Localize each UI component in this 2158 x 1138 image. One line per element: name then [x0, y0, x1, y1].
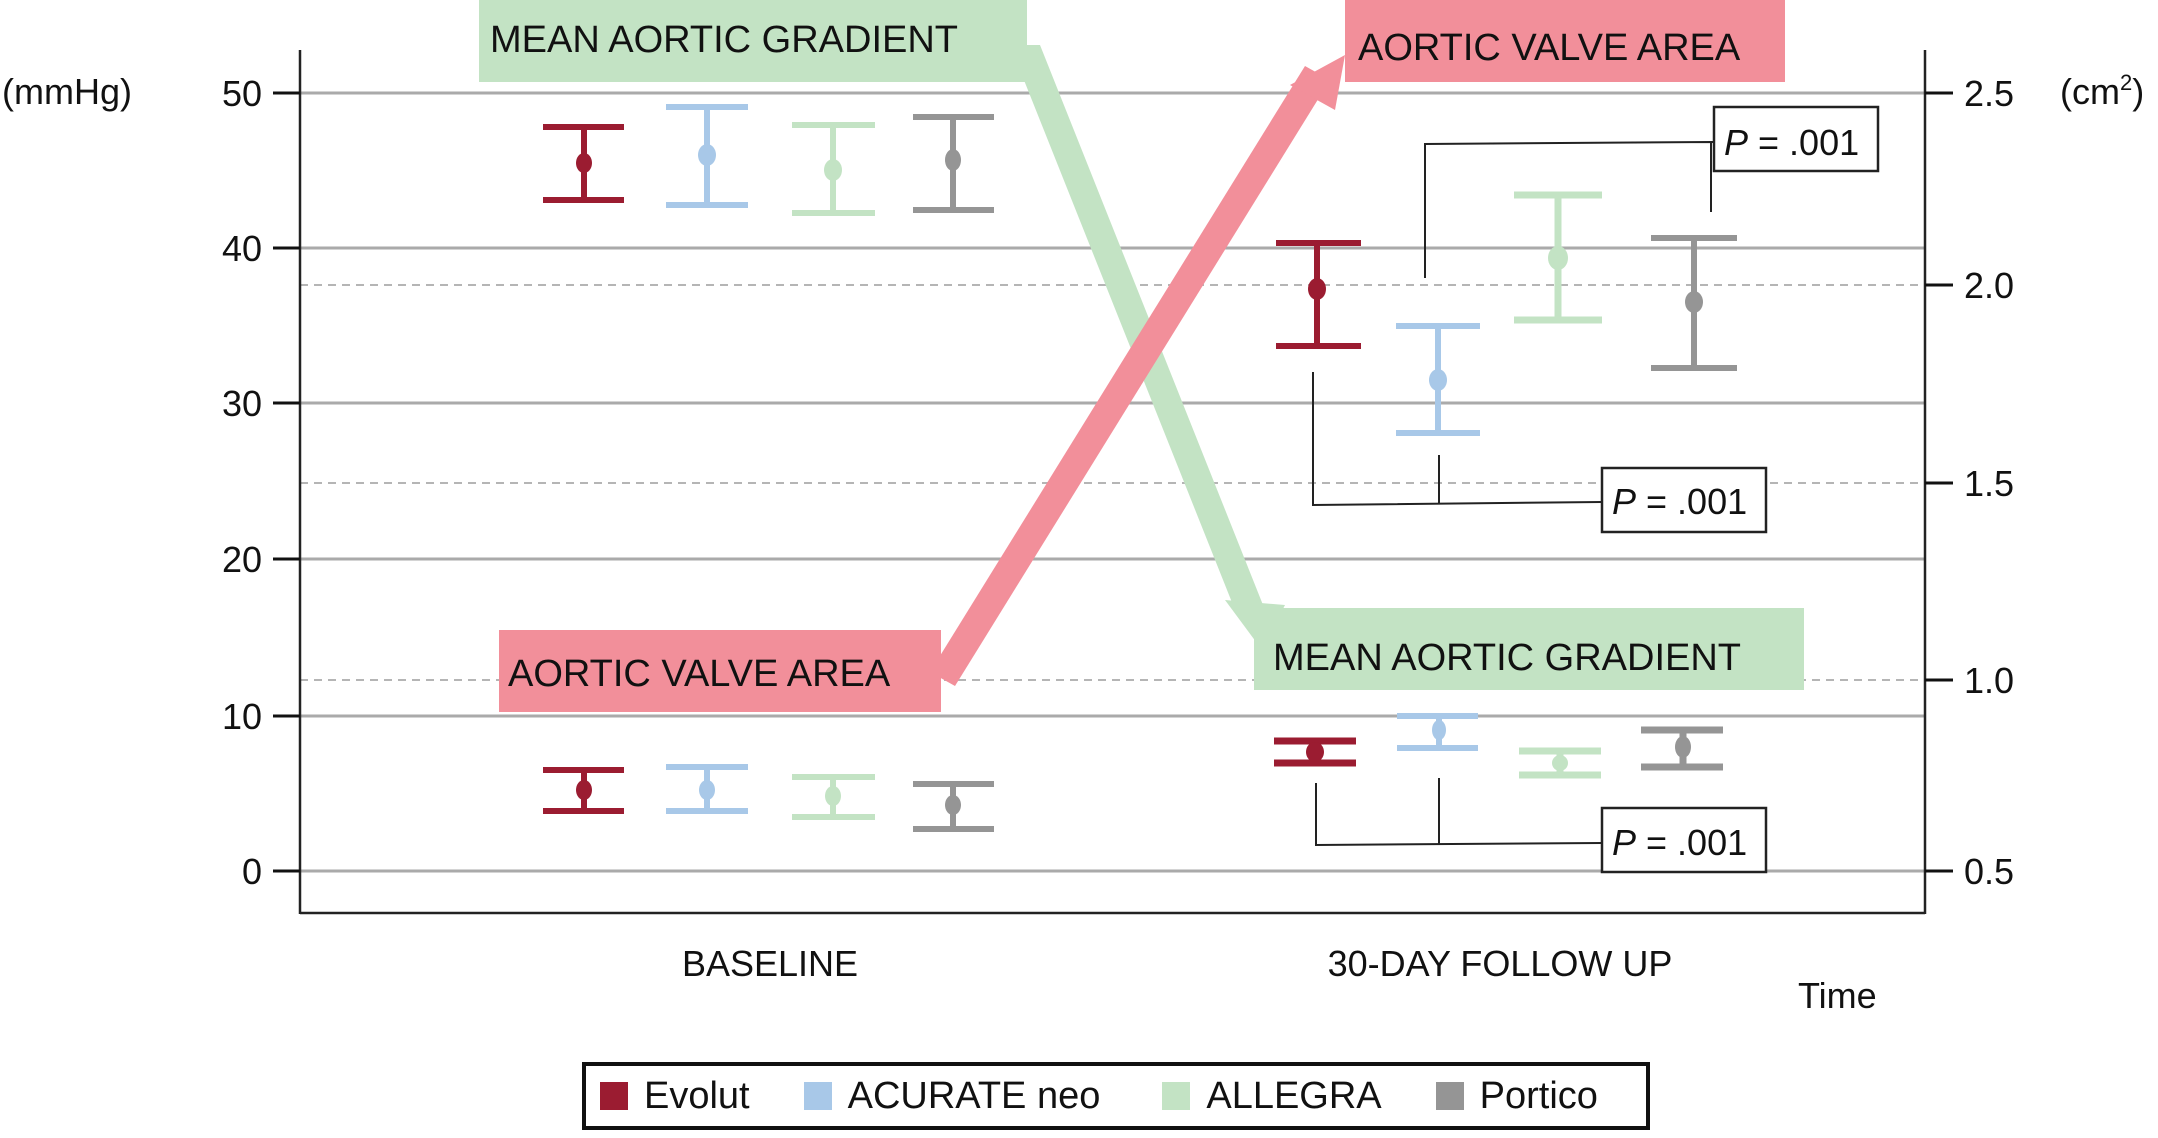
significance-bracket-bottom: [1315, 778, 1603, 847]
legend: Evolut ACURATE neo ALLEGRA Portico: [582, 1062, 1650, 1130]
svg-text:AORTIC VALVE AREA: AORTIC VALVE AREA: [508, 653, 891, 695]
legend-item-acurate-neo: ACURATE neo: [803, 1074, 1101, 1118]
ava-label-followup: AORTIC VALVE AREA: [1345, 0, 1785, 82]
errorbar-portico-followup-gradient: [1641, 726, 1723, 771]
left-axis-unit: (mmHg): [2, 71, 132, 112]
errorbar-allegra-baseline-gradient: [792, 122, 875, 216]
svg-text:P = .001: P = .001: [1612, 822, 1747, 863]
left-axis-ticks: [273, 91, 300, 873]
svg-text:MEAN AORTIC GRADIENT: MEAN AORTIC GRADIENT: [1273, 637, 1741, 679]
significance-bracket-top: [1424, 140, 1715, 278]
right-tick-label: 1.5: [1964, 463, 2014, 504]
legend-label: Evolut: [644, 1074, 750, 1117]
errorbar-allegra-followup-gradient: [1519, 747, 1601, 779]
legend-label: ALLEGRA: [1206, 1074, 1382, 1117]
gradient-label-baseline: MEAN AORTIC GRADIENT: [479, 0, 1027, 82]
svg-text:AORTIC VALVE AREA: AORTIC VALVE AREA: [1358, 27, 1741, 69]
errorbar-acurate-followup-ava: [1396, 323, 1480, 436]
legend-item-portico: Portico: [1435, 1074, 1598, 1118]
errorbar-acurate-baseline-ava: [666, 764, 748, 814]
p-value-box-top: P = .001: [1712, 105, 1880, 173]
errorbar-portico-followup-ava: [1651, 235, 1737, 371]
x-category-baseline: BASELINE: [682, 943, 858, 984]
right-tick-labels: 2.5 2.0 1.5 1.0 0.5: [1964, 73, 2014, 892]
svg-text:MEAN AORTIC GRADIENT: MEAN AORTIC GRADIENT: [490, 19, 958, 61]
errorbar-evolut-followup-gradient: [1274, 737, 1356, 767]
ava-label-baseline: AORTIC VALVE AREA: [499, 630, 941, 712]
left-tick-label: 20: [222, 539, 262, 580]
errorbar-evolut-followup-ava: [1276, 240, 1361, 349]
errorbar-acurate-followup-gradient: [1397, 713, 1478, 751]
legend-item-evolut: Evolut: [600, 1075, 750, 1118]
errorbar-portico-baseline-ava: [913, 781, 994, 832]
ava-trend-arrow: [930, 55, 1345, 686]
legend-swatch-evolut: [600, 1082, 628, 1110]
legend-label: Portico: [1479, 1074, 1598, 1117]
right-tick-label: 1.0: [1964, 660, 2014, 701]
right-tick-label: 2.5: [1964, 73, 2014, 114]
right-tick-label: 2.0: [1964, 265, 2014, 306]
svg-text:P = .001: P = .001: [1612, 481, 1747, 522]
p-value-box-middle: P = .001: [1600, 466, 1768, 534]
x-category-followup: 30-DAY FOLLOW UP: [1328, 943, 1673, 984]
errorbar-allegra-baseline-ava: [792, 774, 875, 820]
legend-swatch-allegra: [1162, 1082, 1191, 1110]
errorbar-allegra-followup-ava: [1514, 191, 1602, 324]
left-tick-label: 0: [242, 851, 262, 892]
errorbar-portico-baseline-gradient: [913, 114, 994, 213]
left-tick-label: 40: [222, 228, 262, 269]
right-tick-label: 0.5: [1964, 851, 2014, 892]
right-axis-unit: (cm2): [2060, 70, 2144, 112]
errorbar-evolut-baseline-gradient: [543, 124, 624, 203]
x-axis-title: Time: [1798, 975, 1877, 1016]
errorbar-acurate-baseline-gradient: [666, 104, 748, 208]
left-tick-label: 30: [222, 383, 262, 424]
errorbar-evolut-baseline-ava: [543, 767, 624, 814]
p-value-box-bottom: P = .001: [1600, 806, 1768, 874]
legend-swatch-portico: [1435, 1082, 1464, 1110]
legend-label: ACURATE neo: [847, 1074, 1101, 1117]
svg-text:P = .001: P = .001: [1724, 122, 1859, 163]
legend-swatch-acurate-neo: [803, 1082, 832, 1110]
right-axis-ticks: [1925, 91, 1953, 873]
left-tick-label: 50: [222, 73, 262, 114]
legend-item-allegra: ALLEGRA: [1162, 1074, 1382, 1118]
left-tick-label: 10: [222, 696, 262, 737]
gradient-label-followup: MEAN AORTIC GRADIENT: [1254, 608, 1804, 690]
significance-bracket-middle: [1312, 372, 1603, 507]
left-tick-labels: 50 40 30 20 10 0: [222, 73, 262, 892]
